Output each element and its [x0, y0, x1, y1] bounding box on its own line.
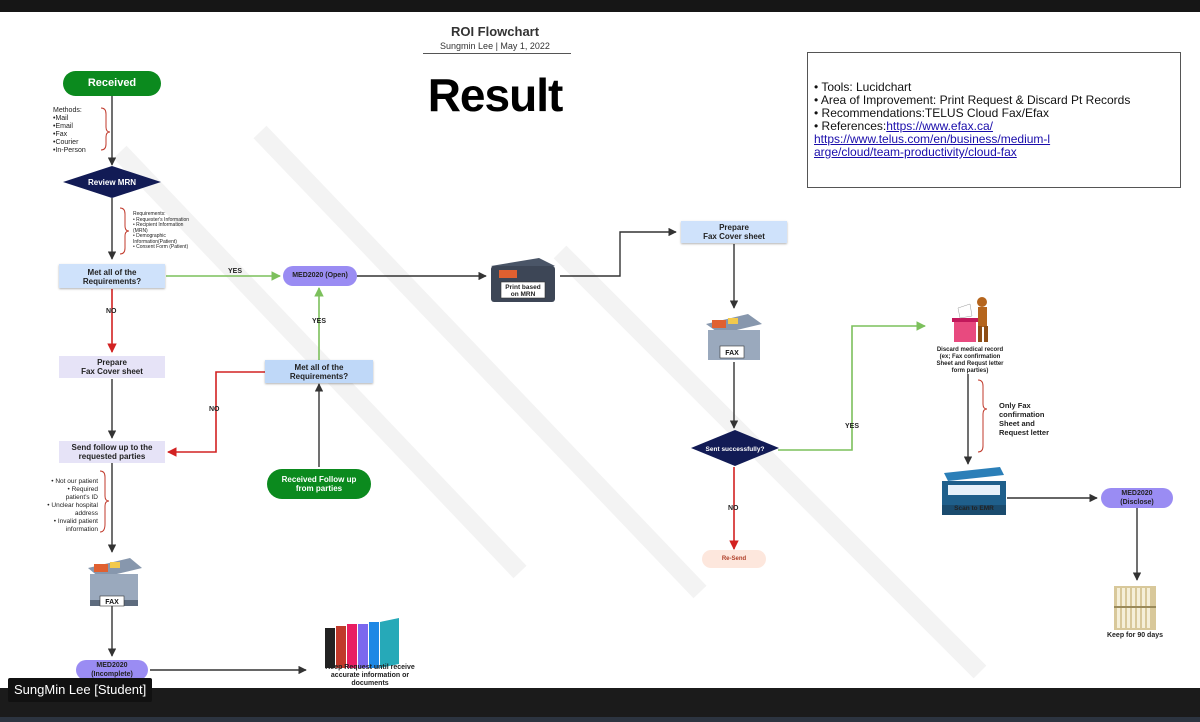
prepare-fax-cover-left: Prepare Fax Cover sheet: [59, 356, 165, 378]
efax-link[interactable]: https://www.efax.ca/: [886, 119, 993, 133]
rejection-reasons: • Not our patient • Required patient's I…: [47, 478, 98, 533]
sent-successfully-diamond: Sent successfully?: [691, 430, 779, 466]
file-cabinet-icon: [1114, 586, 1156, 630]
discard-trash-icon: [952, 297, 988, 342]
telus-link-line1[interactable]: https://www.telus.com/en/business/medium…: [814, 132, 1051, 146]
references-label: • References:: [814, 119, 887, 133]
info-references: • References:https://www.efax.ca/: [814, 120, 1176, 133]
author-date: Sungmin Lee | May 1, 2022: [440, 41, 550, 51]
review-mrn-diamond: Review MRN: [63, 166, 161, 198]
met-requirements-decision-2: Met all of the Requirements?: [265, 360, 373, 383]
only-fax-note: Only Fax confirmation Sheet and Request …: [999, 401, 1050, 437]
sent-successfully-label: Sent successfully?: [706, 446, 765, 453]
participant-name-tag: SungMin Lee [Student]: [8, 678, 153, 702]
send-follow-up-node: Send follow up to the requested parties: [59, 441, 165, 463]
toolbar-strip: [0, 717, 1200, 722]
flow-connectors: [99, 96, 1142, 675]
edge-no-3: NO: [728, 505, 739, 512]
edge-no-2: NO: [209, 406, 220, 413]
review-mrn-label: Review MRN: [88, 178, 136, 187]
requirements-list: Requirements: • Requester's Information …: [133, 211, 190, 250]
result-heading: Result: [427, 69, 564, 121]
edge-no-1: NO: [106, 308, 117, 315]
edge-yes-2: YES: [312, 318, 327, 325]
fax-machine-left-icon: FAX: [88, 558, 142, 607]
fax-label-right: FAX: [725, 350, 739, 357]
med2020-incomplete-node: MED2020 (Incomplete): [76, 660, 148, 680]
scanner-icon: [942, 467, 1006, 515]
info-area: • Area of Improvement: Print Request & D…: [814, 93, 1131, 107]
top-bar: [0, 0, 1200, 12]
edge-yes-3: YES: [845, 423, 860, 430]
binders-icon: [325, 618, 399, 668]
discard-medical-record-caption: Discard medical record (ex; Fax confirma…: [936, 347, 1004, 374]
info-box: • Tools: Lucidchart • Area of Improvemen…: [807, 52, 1181, 188]
med2020-open-node: MED2020 (Open): [283, 266, 357, 286]
med2020-disclose-node: MED2020 (Disclose): [1101, 488, 1173, 508]
edge-yes-1: YES: [228, 268, 243, 275]
subtitle-rule: [423, 53, 571, 54]
meeting-toolbar: [0, 688, 1200, 722]
shared-slide: ROI Flowchart Sungmin Lee | May 1, 2022 …: [0, 12, 1200, 688]
prepare-fax-cover-right: Prepare Fax Cover sheet: [681, 221, 787, 243]
keep-90-days-caption: Keep for 90 days: [1106, 632, 1164, 639]
printer-icon: [491, 258, 555, 302]
scan-to-emr-label: Scan to EMR: [954, 505, 994, 512]
info-tools: • Tools: Lucidchart: [814, 80, 912, 94]
fax-machine-right-icon: FAX: [706, 314, 762, 360]
flowchart-title: ROI Flowchart: [450, 24, 540, 39]
met-requirements-decision-1: Met all of the Requirements?: [59, 264, 165, 288]
keep-request-caption: Keep Request until receive accurate info…: [325, 664, 415, 687]
fax-label-left: FAX: [105, 599, 119, 606]
received-follow-up-node: Received Follow up from parties: [267, 469, 371, 499]
received-node: Received: [63, 71, 161, 96]
re-send-node: Re-Send: [702, 550, 766, 568]
telus-link-line2[interactable]: arge/cloud/team-productivity/cloud-fax: [814, 145, 1017, 159]
print-based-on-mrn-label: Print based on MRN: [505, 284, 541, 298]
info-recommendations: • Recommendations:TELUS Cloud Fax/Efax: [814, 106, 1049, 120]
methods-list: Methods: •Mail •Email •Fax •Courier •In-…: [53, 107, 86, 154]
